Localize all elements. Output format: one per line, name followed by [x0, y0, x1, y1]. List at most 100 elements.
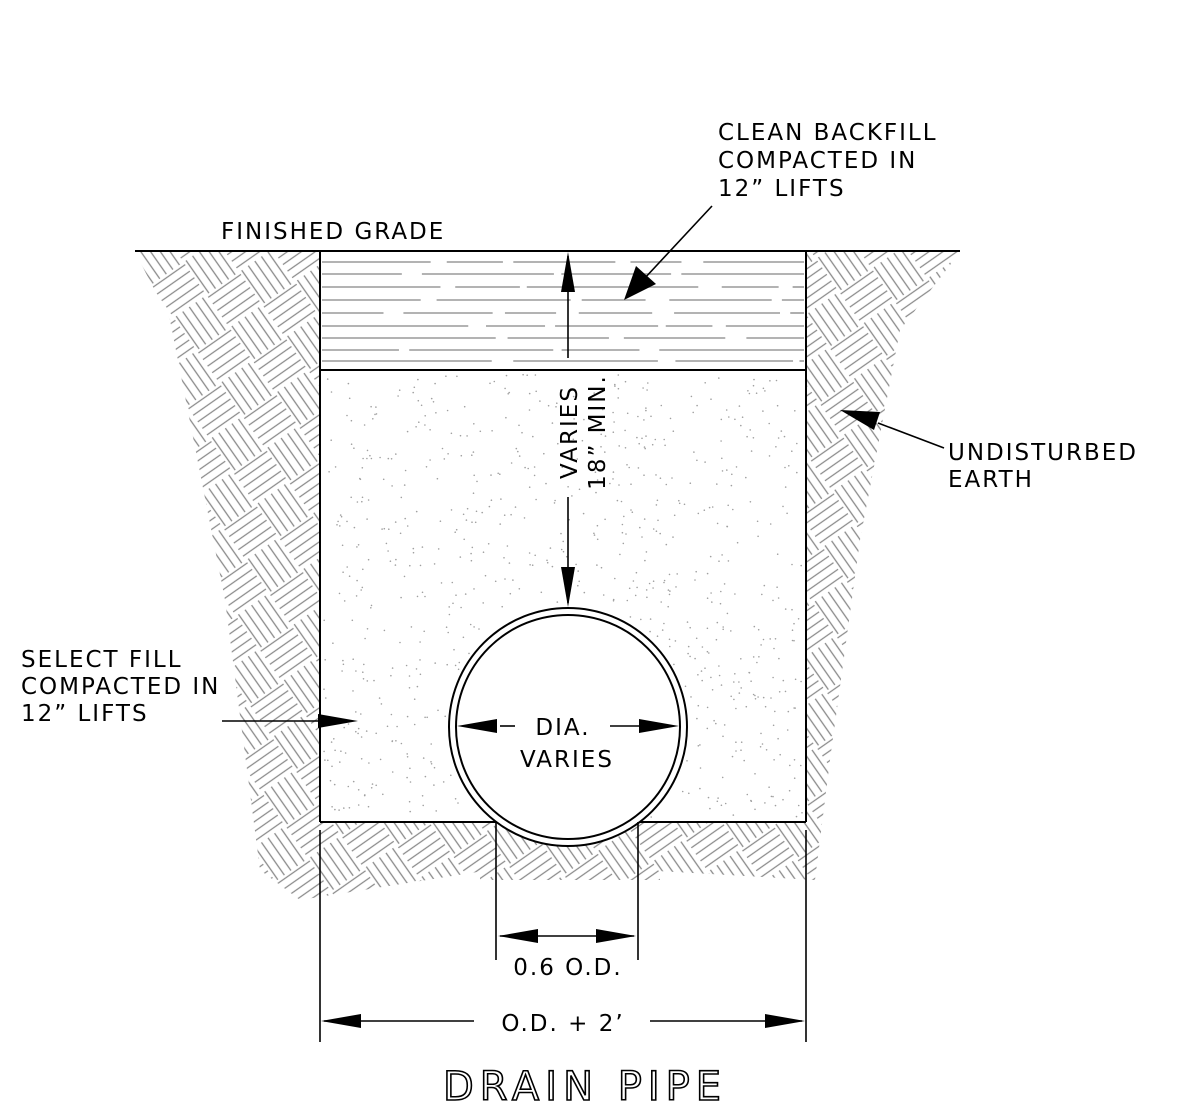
stipple-dot [756, 661, 758, 664]
stipple-dot [505, 416, 507, 419]
stipple-dot [791, 608, 793, 611]
stipple-dot [788, 789, 791, 792]
stipple-dot [573, 418, 575, 420]
stipple-dot [336, 524, 338, 526]
stipple-dot [341, 544, 344, 547]
stipple-dot [378, 697, 381, 699]
stipple-dot [419, 659, 421, 661]
stipple-dot [724, 802, 727, 805]
stipple-dot [655, 504, 658, 506]
stipple-dot [361, 500, 363, 503]
stipple-dot [330, 741, 333, 743]
stipple-dot [433, 766, 436, 769]
stipple-dot [663, 579, 666, 582]
stipple-dot [731, 473, 733, 476]
stipple-dot [643, 419, 645, 421]
stipple-dot [720, 590, 722, 593]
stipple-dot [678, 502, 681, 505]
stipple-dot [782, 505, 784, 508]
drawing-title: DRAIN PIPE [443, 1064, 727, 1106]
stipple-dot [406, 756, 409, 758]
stipple-dot [459, 556, 462, 558]
stipple-dot [342, 659, 344, 662]
stipple-dot [695, 570, 697, 573]
stipple-dot [351, 619, 354, 622]
stipple-dot [346, 566, 349, 568]
stipple-dot [433, 563, 436, 565]
stipple-dot [332, 642, 334, 644]
stipple-dot [612, 600, 615, 602]
cover-arrow-up [561, 252, 575, 292]
stipple-dot [473, 626, 475, 628]
stipple-dot [643, 518, 646, 520]
stipple-dot [499, 523, 502, 525]
stipple-dot [391, 771, 394, 773]
stipple-dot [617, 387, 620, 390]
stipple-dot [762, 696, 765, 699]
stipple-dot [769, 638, 771, 640]
stipple-dot [362, 457, 364, 460]
stipple-dot [736, 541, 739, 544]
stipple-dot [632, 580, 635, 582]
stipple-dot [523, 517, 526, 519]
stipple-dot [574, 396, 577, 398]
stipple-dot [721, 554, 723, 556]
stipple-dot [710, 592, 712, 594]
stipple-dot [356, 501, 359, 503]
stipple-dot [473, 474, 476, 477]
stipple-dot [348, 807, 351, 809]
stipple-dot [518, 424, 520, 427]
stipple-dot [733, 681, 735, 683]
stipple-dot [699, 744, 701, 746]
stipple-dot [451, 581, 454, 584]
stipple-dot [656, 635, 659, 637]
stipple-dot [324, 659, 327, 661]
stipple-dot [612, 478, 614, 480]
stipple-dot [768, 455, 771, 457]
stipple-dot [695, 637, 698, 640]
stipple-dot [478, 628, 480, 630]
stipple-dot [381, 528, 383, 530]
stipple-dot [671, 477, 673, 479]
stipple-dot [645, 409, 647, 412]
stipple-dot [493, 380, 496, 383]
stipple-dot [408, 800, 411, 803]
stipple-dot [594, 471, 597, 474]
stipple-dot [717, 797, 719, 799]
stipple-dot [366, 457, 368, 460]
stipple-dot [375, 413, 378, 415]
stipple-dot [725, 409, 728, 411]
stipple-dot [749, 501, 752, 503]
stipple-dot [687, 645, 690, 648]
stipple-dot [786, 729, 789, 731]
stipple-dot [357, 804, 360, 806]
stipple-dot [361, 467, 364, 469]
stipple-dot [323, 619, 326, 622]
stipple-dot [661, 629, 664, 631]
stipple-dot [576, 458, 579, 460]
stipple-dot [665, 543, 668, 546]
stipple-dot [720, 804, 723, 807]
stipple-dot [366, 449, 369, 452]
stipple-dot [723, 583, 726, 585]
stipple-dot [504, 387, 506, 390]
stipple-dot [745, 705, 748, 708]
stipple-dot [452, 602, 454, 605]
stipple-dot [645, 589, 648, 591]
stipple-dot [409, 767, 411, 770]
stipple-dot [421, 546, 424, 548]
stipple-dot [484, 574, 487, 577]
stipple-dot [396, 725, 398, 728]
stipple-dot [759, 746, 762, 748]
stipple-dot [600, 566, 603, 569]
stipple-dot [750, 800, 753, 802]
stipple-dot [369, 454, 371, 457]
stipple-dot [777, 437, 780, 439]
stipple-dot [768, 786, 770, 788]
clean-backfill-label-2: COMPACTED IN [718, 148, 917, 174]
stipple-dot [534, 374, 537, 376]
stipple-dot [752, 693, 755, 696]
stipple-dot [646, 389, 648, 391]
stipple-dot [395, 453, 397, 455]
stipple-dot [703, 509, 706, 512]
